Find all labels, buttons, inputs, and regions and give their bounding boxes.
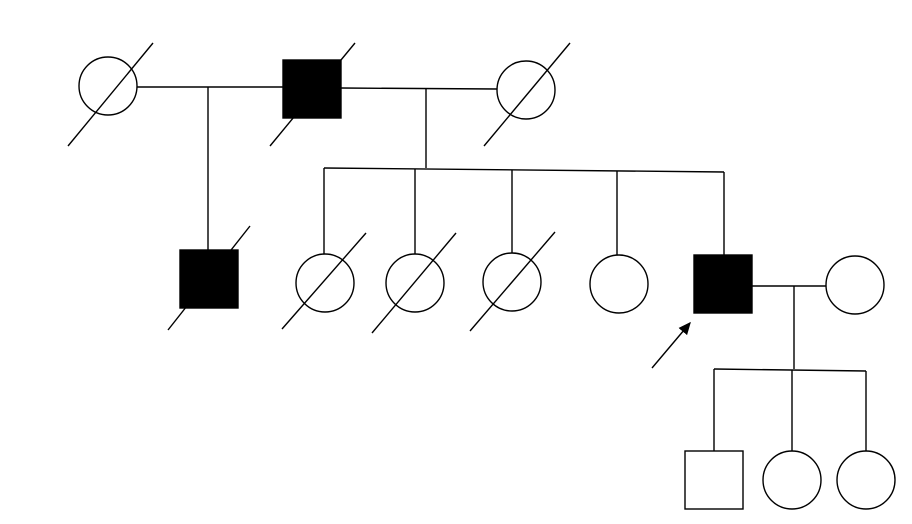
affected-male-g1-husband: [282, 59, 342, 119]
deceased-slash-g2-daughter-3: [469, 231, 556, 332]
proband-arrow: [651, 321, 691, 369]
connector-line: [713, 368, 867, 372]
unaffected-female-g1-wife-1: [78, 56, 138, 116]
affected-male-g2-son-2: [693, 254, 753, 314]
unaffected-male-g3-son: [684, 450, 744, 510]
deceased-slash-g2-daughter-1: [281, 232, 367, 330]
unaffected-female-g2-daughter-2: [385, 253, 445, 313]
connector-line: [323, 167, 725, 173]
unaffected-female-g3-daughter-1: [762, 450, 822, 510]
deceased-slash-g1-wife-2: [483, 42, 571, 147]
unaffected-female-g2-daughter-4: [589, 254, 649, 314]
connector-line: [340, 87, 498, 90]
deceased-slash-g2-daughter-2: [371, 232, 457, 334]
deceased-marks: [67, 42, 571, 334]
unaffected-female-g2-spouse: [825, 255, 885, 315]
deceased-slash-g1-husband: [269, 42, 356, 147]
deceased-slash-g2-son-1: [167, 225, 251, 331]
unaffected-female-g2-daughter-1: [295, 253, 355, 313]
individuals: [78, 56, 896, 510]
unaffected-female-g3-daughter-2: [836, 450, 896, 510]
connector-lines: [137, 86, 867, 451]
unaffected-female-g1-wife-2: [496, 60, 556, 120]
deceased-slash-g1-wife-1: [67, 42, 154, 147]
